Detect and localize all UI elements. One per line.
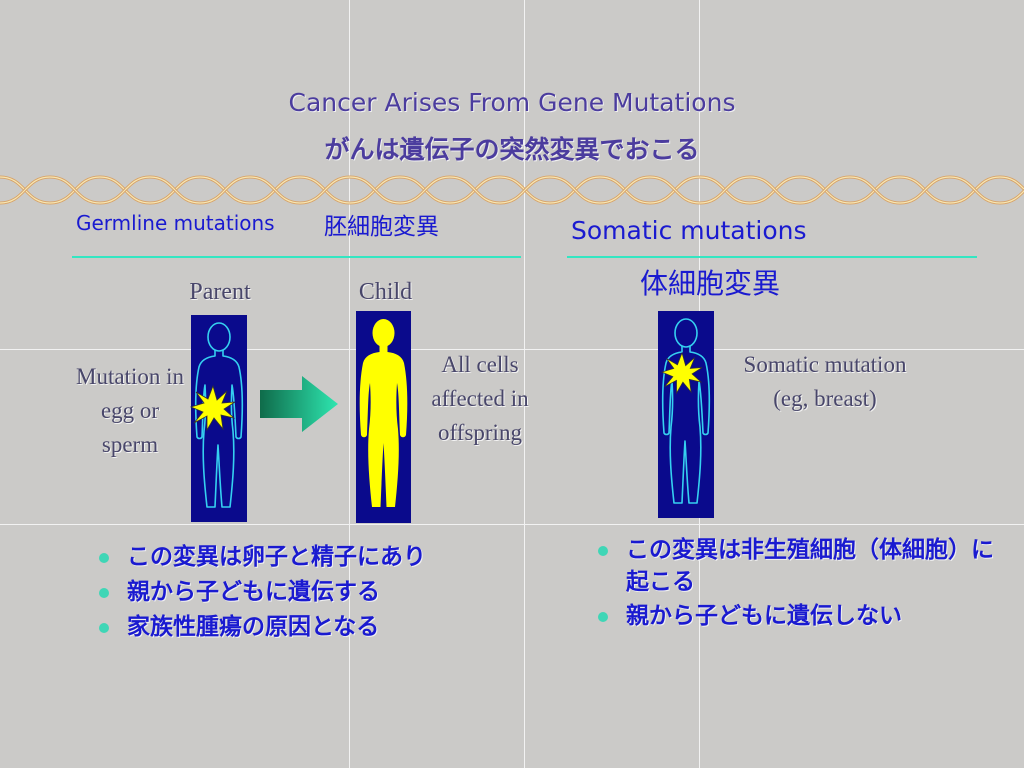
bullet-dot-icon (99, 588, 109, 598)
germline-bullet-list: この変異は卵子と精子にあり 親から子どもに遺伝する 家族性腫瘍の原因となる (95, 540, 515, 645)
list-item: 家族性腫瘍の原因となる (95, 610, 515, 645)
germline-heading-english: Germline mutations (76, 211, 275, 235)
bullet-dot-icon (598, 546, 608, 556)
bullet-text: この変異は卵子と精子にあり (127, 544, 426, 570)
list-item: この変異は非生殖細胞（体細胞）に起こる (594, 534, 994, 598)
somatic-heading-japanese: 体細胞変異 (640, 267, 781, 300)
grid-line (524, 0, 525, 768)
child-label: Child (358, 279, 413, 305)
offspring-note: All cells affected in offspring (431, 352, 529, 446)
grid-line (349, 0, 350, 768)
starburst-icon (190, 385, 236, 431)
bullet-text: 家族性腫瘍の原因となる (127, 614, 380, 640)
human-outline-icon (661, 318, 711, 504)
right-arrow-icon (260, 376, 338, 432)
slide-title-japanese: がんは遺伝子の突然変異でおこる (324, 135, 700, 164)
bullet-dot-icon (99, 623, 109, 633)
list-item: 親から子どもに遺伝する (95, 575, 515, 610)
list-item: この変異は卵子と精子にあり (95, 540, 515, 575)
germline-divider (72, 256, 521, 258)
bullet-text: 親から子どもに遺伝する (127, 579, 380, 605)
bullet-dot-icon (598, 612, 608, 622)
slide-title-english: Cancer Arises From Gene Mutations (288, 88, 736, 117)
somatic-bullet-list: この変異は非生殖細胞（体細胞）に起こる 親から子どもに遺伝しない (594, 534, 994, 634)
germline-heading-japanese: 胚細胞変異 (324, 214, 439, 240)
bullet-text: 親から子どもに遺伝しない (626, 603, 902, 629)
dna-helix-icon (0, 175, 1024, 205)
somatic-heading-english: Somatic mutations (571, 216, 807, 245)
grid-line (0, 349, 1024, 350)
somatic-note: Somatic mutation (eg, breast) (743, 352, 907, 412)
bullet-dot-icon (99, 553, 109, 563)
somatic-divider (567, 256, 977, 258)
human-filled-icon (359, 319, 408, 507)
list-item: 親から子どもに遺伝しない (594, 600, 994, 632)
parent-label: Parent (189, 279, 251, 305)
child-figure (356, 311, 411, 523)
starburst-icon (661, 352, 703, 394)
somatic-figure (658, 311, 714, 518)
human-outline-icon (194, 322, 244, 508)
grid-line (0, 524, 1024, 525)
bullet-text: この変異は非生殖細胞（体細胞）に起こる (626, 537, 994, 595)
mutation-note: Mutation in egg or sperm (76, 364, 184, 458)
